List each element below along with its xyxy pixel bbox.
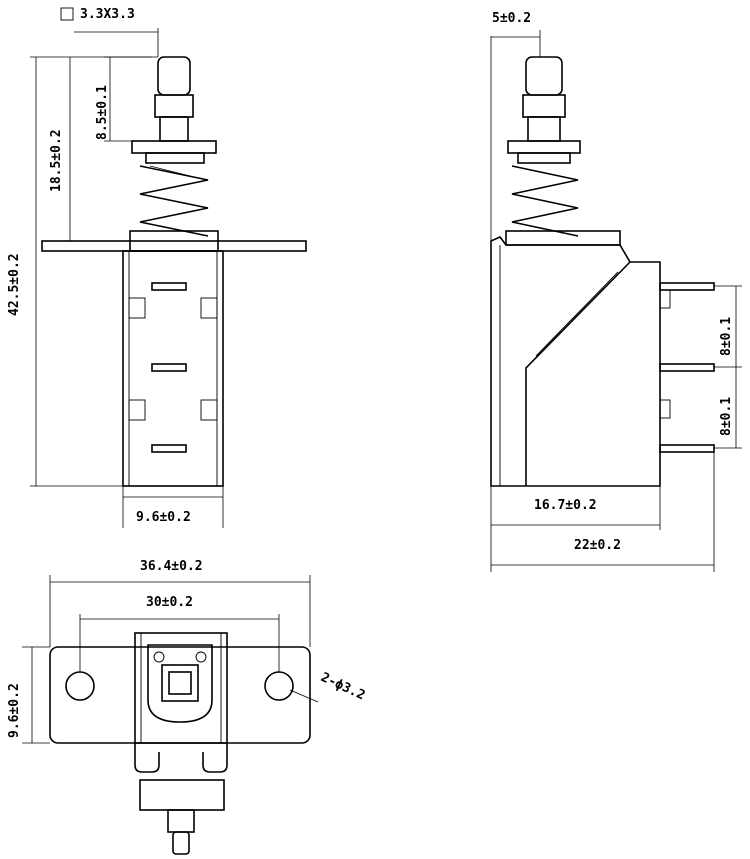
- flange-length-label: 36.4±0.2: [140, 559, 203, 574]
- total-height-label: 42.5±0.2: [7, 253, 22, 316]
- stem-height-label: 8.5±0.1: [95, 85, 110, 140]
- body-depth-label: 16.7±0.2: [534, 498, 597, 513]
- front-width-label: 9.6±0.2: [136, 510, 191, 525]
- side-dimensions: 5±0.2 8±0.1 8±0.1 16.7±0.2 22±0.2: [490, 11, 742, 572]
- top-width-label: 5±0.2: [492, 11, 531, 26]
- side-view: [490, 56, 715, 487]
- square-pin-label: 3.3X3.3: [80, 7, 135, 22]
- front-dimensions: 3.3X3.3 8.5±0.1 18.5±0.2 42.5±0.2 9.6±0.…: [7, 7, 224, 528]
- hole-callout-label: 2-ϕ3.2: [318, 670, 367, 703]
- pin-pitch-2-label: 8±0.1: [719, 397, 734, 436]
- upper-height-label: 18.5±0.2: [49, 129, 64, 192]
- top-dimensions: 36.4±0.2 30±0.2 9.6±0.2 2-ϕ3.2: [7, 559, 367, 744]
- flange-height-label: 9.6±0.2: [7, 683, 22, 738]
- total-depth-label: 22±0.2: [574, 538, 621, 553]
- hole-spacing-label: 30±0.2: [146, 595, 193, 610]
- front-view: [41, 56, 307, 487]
- top-view: [49, 632, 311, 855]
- pin-pitch-1-label: 8±0.1: [719, 317, 734, 356]
- square-symbol: [60, 7, 74, 21]
